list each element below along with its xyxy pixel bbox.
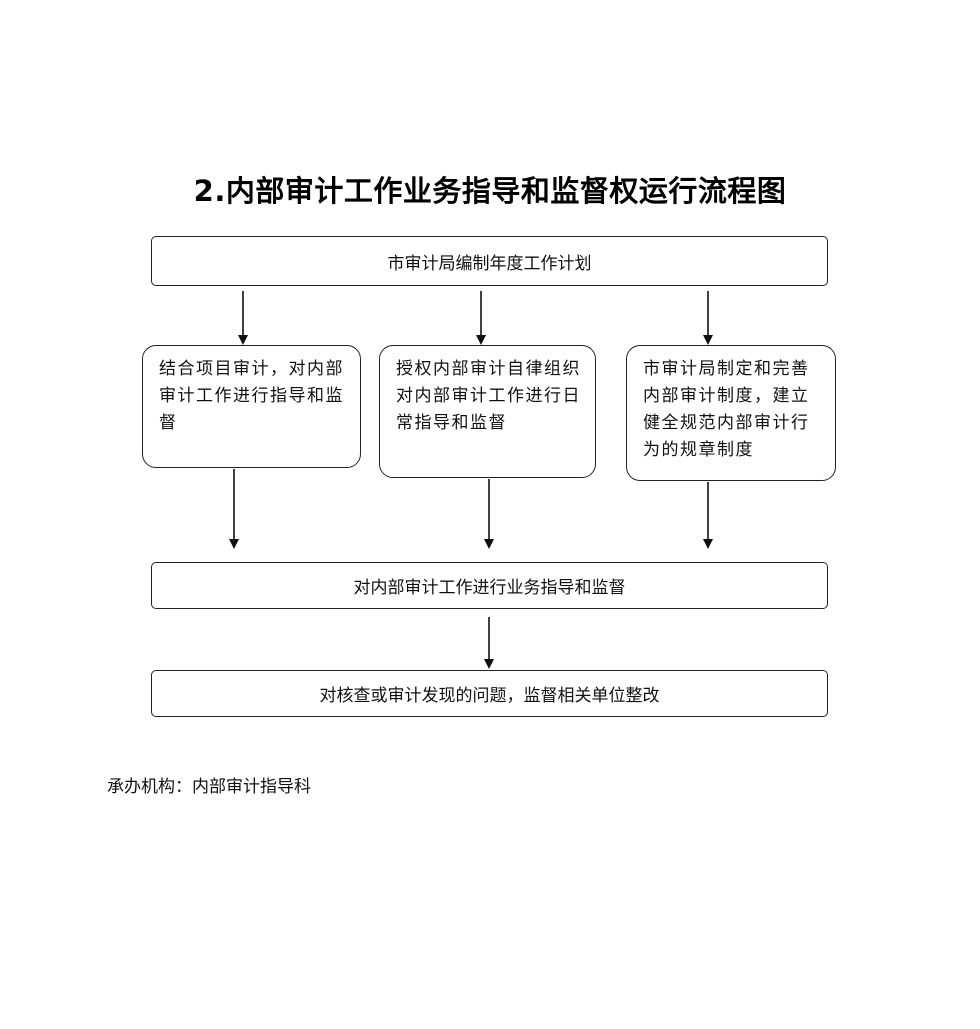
middle-box-center-label: 授权内部审计自律组织对内部审计工作进行日常指导和监督 — [396, 359, 581, 433]
diagram-title: 2.内部审计工作业务指导和监督权运行流程图 — [193, 174, 787, 208]
middle-box-left-label: 结合项目审计，对内部审计工作进行指导和监督 — [159, 359, 344, 433]
final-box: 对核查或审计发现的问题，监督相关单位整改 — [151, 670, 828, 717]
middle-box-right-label: 市审计局制定和完善内部审计制度，建立健全规范内部审计行为的规章制度 — [643, 359, 810, 460]
top-box: 市审计局编制年度工作计划 — [151, 236, 828, 286]
responsible-unit-note: 承办机构：内部审计指导科 — [107, 777, 311, 797]
step-box: 对内部审计工作进行业务指导和监督 — [151, 562, 828, 609]
final-box-label: 对核查或审计发现的问题，监督相关单位整改 — [319, 686, 660, 706]
step-box-label: 对内部审计工作进行业务指导和监督 — [353, 578, 626, 598]
top-box-label: 市审计局编制年度工作计划 — [387, 253, 592, 274]
middle-box-left: 结合项目审计，对内部审计工作进行指导和监督 — [142, 345, 361, 468]
middle-box-right: 市审计局制定和完善内部审计制度，建立健全规范内部审计行为的规章制度 — [626, 345, 836, 481]
middle-box-center: 授权内部审计自律组织对内部审计工作进行日常指导和监督 — [379, 345, 596, 478]
